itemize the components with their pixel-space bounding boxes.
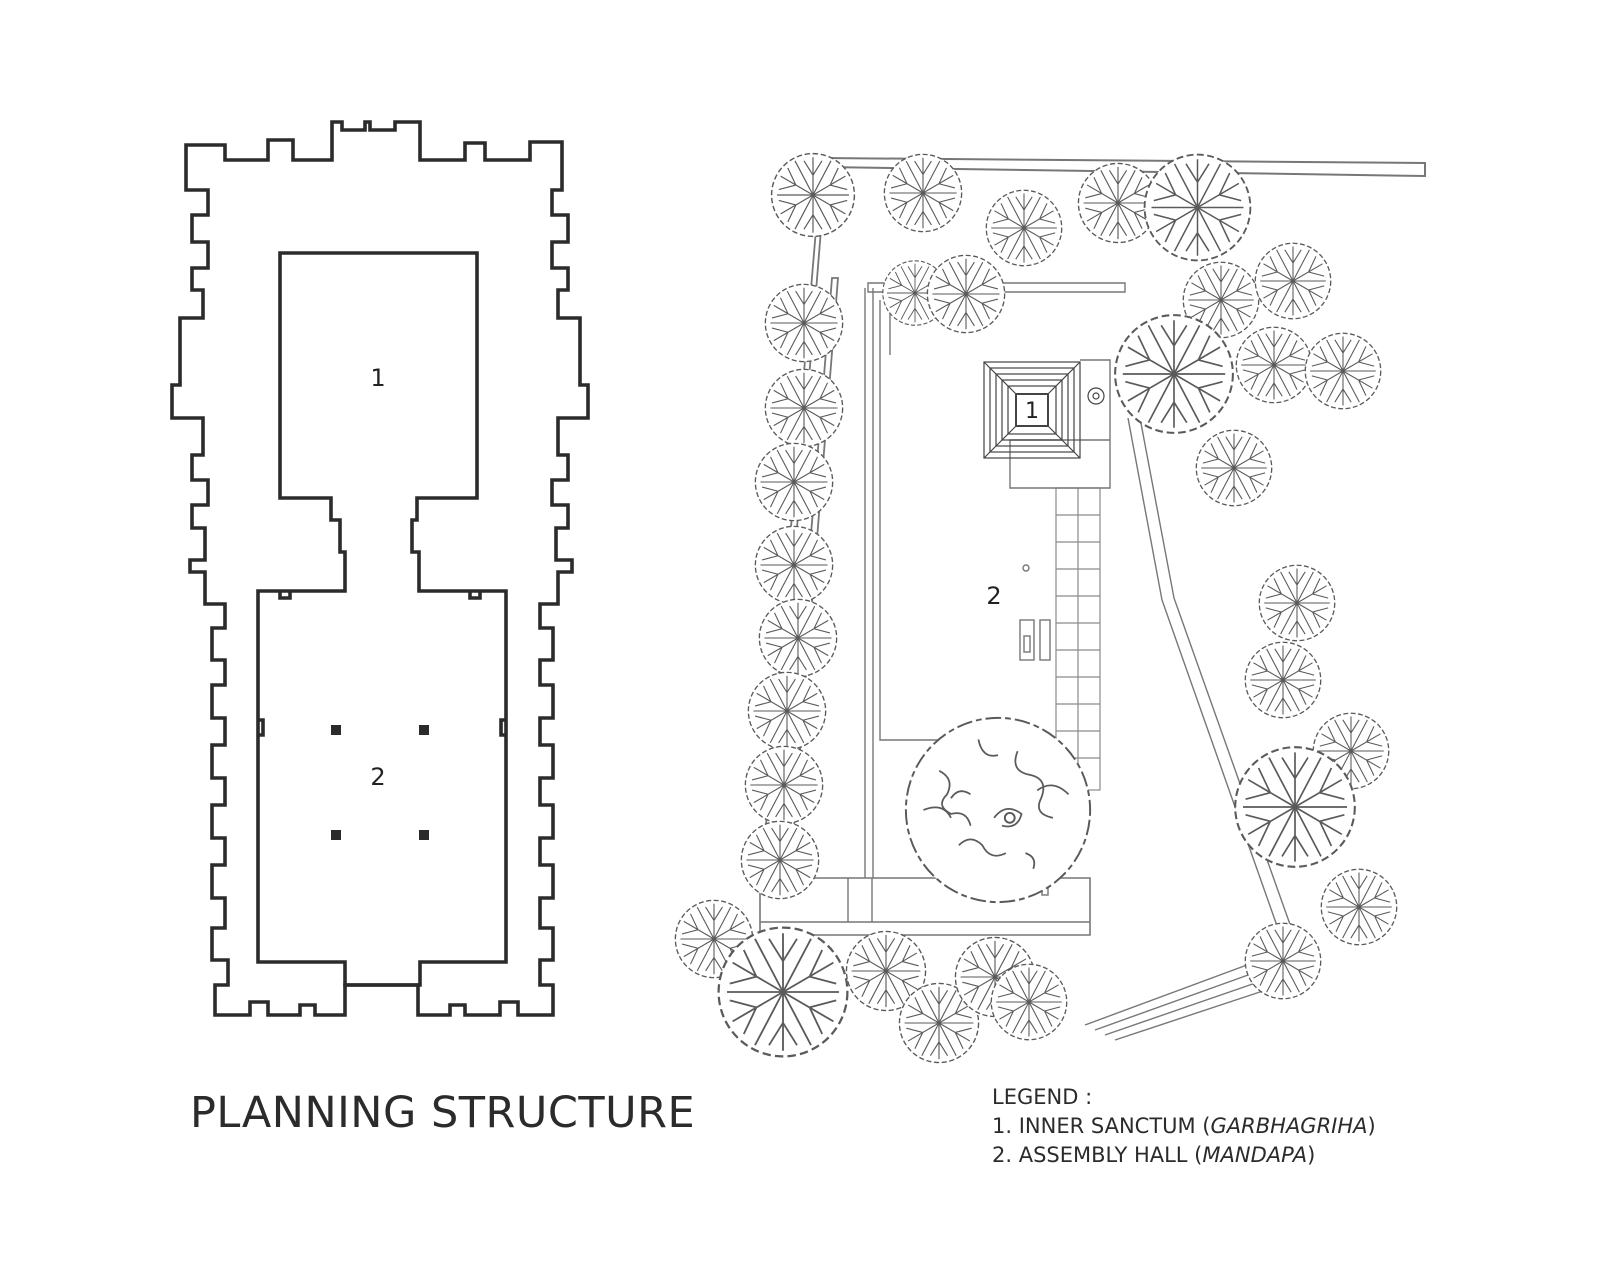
tree-icon — [740, 820, 820, 900]
shrine-roof-ring — [1001, 379, 1063, 441]
shrine-roof-ring — [1007, 385, 1057, 435]
temple-outer-wall — [170, 120, 590, 1017]
legend-item-suffix: ) — [1307, 1143, 1316, 1167]
pillar — [419, 725, 429, 735]
shrine-roof-ring — [995, 373, 1069, 447]
lamp-post — [1022, 564, 1030, 572]
entrance-steps — [1084, 961, 1279, 1041]
tree-icon — [717, 926, 849, 1058]
legend-item-term: MANDAPA — [1202, 1143, 1308, 1167]
offering-stand — [1019, 619, 1035, 661]
tree-icon — [990, 963, 1068, 1041]
temple-floor-plan — [170, 120, 590, 1017]
pillar — [331, 725, 341, 735]
tree-icon — [754, 525, 834, 605]
tree-icon — [764, 283, 844, 363]
legend-item-prefix: 2. ASSEMBLY HALL ( — [992, 1143, 1203, 1167]
mandapa-pillars — [331, 725, 429, 840]
terrace-step — [847, 878, 873, 922]
shrine-roof-hip — [983, 361, 1081, 459]
shrine-finial — [1087, 387, 1105, 405]
shrine-roof-outer — [983, 361, 1081, 459]
compound-line — [867, 282, 1126, 293]
shrine-roof-ring — [989, 367, 1075, 453]
legend-heading: LEGEND : — [992, 1085, 1093, 1109]
tree-icon — [764, 368, 844, 448]
shrine-roof — [983, 361, 1105, 459]
tree-icon — [1195, 429, 1273, 507]
tree-icon — [1258, 564, 1336, 642]
tree-icon — [1234, 746, 1356, 868]
site-label-sanctum: 1 — [1025, 399, 1039, 424]
offering-stand-2 — [1039, 619, 1051, 661]
tree-icon — [1143, 153, 1252, 262]
shrine-platform — [1009, 359, 1111, 489]
sanctum-wall — [256, 251, 508, 987]
trees — [674, 152, 1398, 1064]
legend: LEGEND : 1. INNER SANCTUM (GARBHAGRIHA) … — [992, 1083, 1376, 1170]
tree-icon — [1235, 326, 1313, 404]
pillar — [331, 830, 341, 840]
tree-icon — [1320, 868, 1398, 946]
tree-icon — [758, 598, 838, 678]
legend-item-term: GARBHAGRIHA — [1210, 1114, 1368, 1138]
tree-icon — [1254, 242, 1332, 320]
legend-item-hall: 2. ASSEMBLY HALL (MANDAPA) — [992, 1141, 1376, 1170]
tree-icon — [985, 189, 1063, 267]
page-title: PLANNING STRUCTURE — [190, 1088, 696, 1138]
shrine-roof-core — [1015, 393, 1049, 427]
tree-icon — [754, 442, 834, 522]
tree-icon — [744, 745, 824, 825]
offering-stand-inner — [1023, 635, 1031, 653]
plan-label-hall: 2 — [370, 763, 385, 791]
pillar — [419, 830, 429, 840]
tree-icon — [1114, 314, 1234, 434]
legend-item-suffix: ) — [1367, 1114, 1376, 1138]
mandapa-notches — [258, 591, 506, 737]
legend-item-sanctum: 1. INNER SANCTUM (GARBHAGRIHA) — [992, 1112, 1376, 1141]
tree-icon — [883, 153, 963, 233]
legend-item-prefix: 1. INNER SANCTUM ( — [992, 1114, 1211, 1138]
tree-icon — [1244, 641, 1322, 719]
tree-icon — [770, 152, 856, 238]
tree-icon — [1244, 922, 1322, 1000]
tree-icon — [926, 254, 1006, 334]
site-label-hall: 2 — [986, 582, 1001, 610]
tree-icon — [747, 671, 827, 751]
canopy-tree-icon — [904, 716, 1092, 904]
plan-label-sanctum: 1 — [370, 364, 385, 392]
shrine-finial-core — [1092, 392, 1100, 400]
walkway-grid — [1056, 488, 1100, 790]
tree-icon — [1304, 332, 1382, 410]
